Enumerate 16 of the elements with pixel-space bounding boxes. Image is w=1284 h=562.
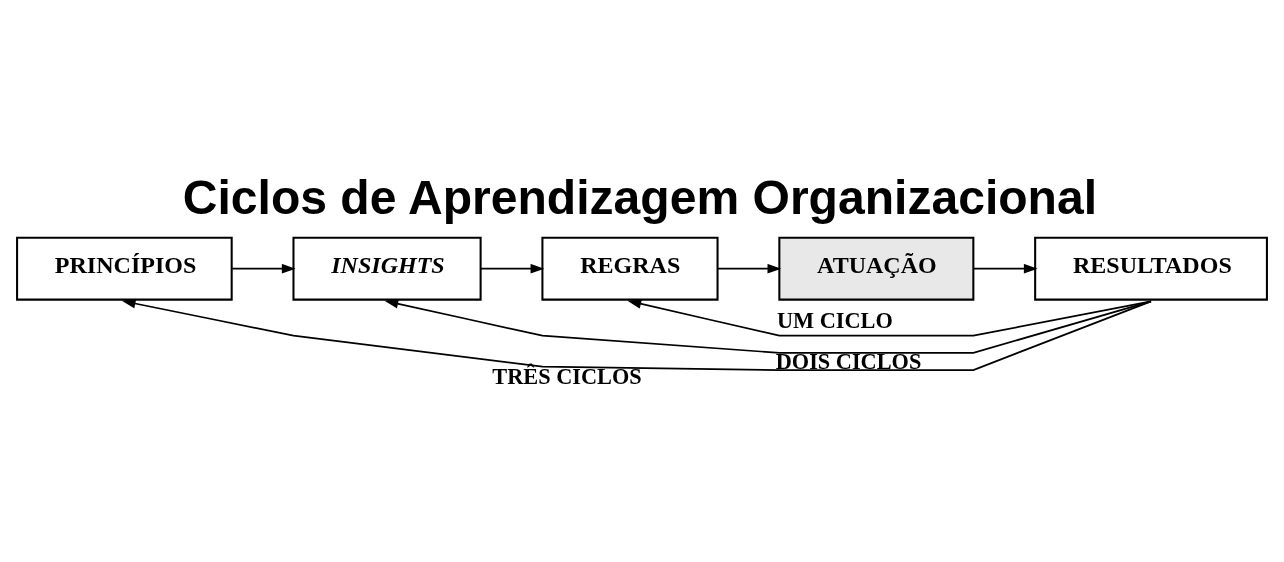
node-box: PRINCÍPIOS — [16, 236, 233, 301]
arrow — [972, 263, 1038, 274]
arrow — [121, 298, 1152, 371]
edge-label: UM CICLO — [777, 307, 893, 333]
arrow — [231, 263, 296, 274]
arrow — [717, 263, 782, 274]
edge-label: DOIS CICLOS — [775, 348, 922, 374]
edge-label: TRÊS CICLOS — [492, 363, 642, 389]
arrow — [479, 263, 545, 274]
diagram-title: Ciclos de Aprendizagem Organizacional — [182, 169, 1098, 224]
node-box: RESULTADOS — [1034, 236, 1268, 301]
arrow — [384, 298, 1152, 354]
node-box: INSIGHTS — [292, 236, 482, 301]
node-box: REGRAS — [541, 236, 719, 301]
arrow — [627, 298, 1152, 337]
node-box: ATUAÇÃO — [778, 236, 975, 301]
